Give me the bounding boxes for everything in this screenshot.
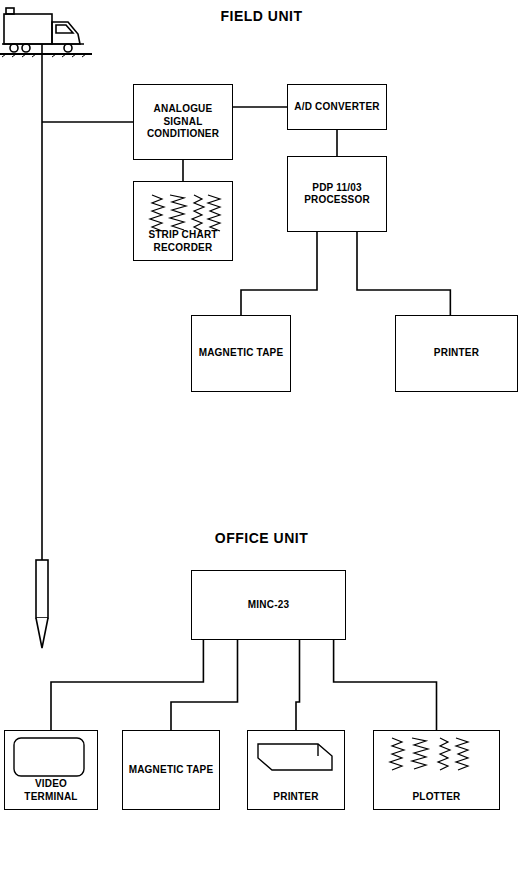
connector-line xyxy=(171,640,238,730)
box-label: PLOTTER xyxy=(412,791,460,804)
box-label: MAGNETIC TAPE xyxy=(199,347,284,360)
terminal-screen-icon xyxy=(14,738,84,776)
printer-box: PRINTER xyxy=(247,730,345,810)
printer-box: PRINTER xyxy=(395,315,518,392)
tape-box: MAGNETIC TAPE xyxy=(191,315,291,392)
unit-heading: FIELD UNIT xyxy=(0,8,523,24)
connector-line xyxy=(51,640,203,730)
truck xyxy=(0,8,92,57)
conditioner-box: ANALOGUE SIGNAL CONDITIONER xyxy=(133,84,233,160)
plotter-box: PLOTTER xyxy=(373,730,500,810)
converter-box: A/D CONVERTER xyxy=(287,84,387,130)
chart-trace-icon xyxy=(150,195,220,231)
connector-line xyxy=(182,160,184,181)
computer-box: MINC-23 xyxy=(191,570,346,640)
plot-trace-icon xyxy=(390,738,468,770)
box-label: A/D CONVERTER xyxy=(294,101,379,114)
connector-line xyxy=(233,106,287,108)
box-label: ANALOGUE SIGNAL CONDITIONER xyxy=(139,103,227,141)
printer-paper-icon xyxy=(258,744,332,770)
unit-heading: OFFICE UNIT xyxy=(0,530,523,546)
connector-line xyxy=(357,232,450,315)
connector-line xyxy=(334,640,437,730)
box-label: STRIP CHART RECORDER xyxy=(139,229,227,254)
box-label: MAGNETIC TAPE xyxy=(129,764,214,777)
tape-box: MAGNETIC TAPE xyxy=(122,730,220,810)
connector-line xyxy=(241,232,317,315)
recorder-box: STRIP CHART RECORDER xyxy=(133,181,233,261)
borehole-probe xyxy=(36,44,133,648)
connector-line xyxy=(336,130,338,156)
box-label: PRINTER xyxy=(273,791,318,804)
box-label: PDP 11/03 PROCESSOR xyxy=(293,182,381,207)
box-label: VIDEO TERMINAL xyxy=(10,778,92,803)
box-label: MINC-23 xyxy=(248,599,289,612)
processor-box: PDP 11/03 PROCESSOR xyxy=(287,156,387,232)
terminal-box: VIDEO TERMINAL xyxy=(4,730,98,810)
box-label: PRINTER xyxy=(434,347,479,360)
connector-line xyxy=(296,640,300,730)
